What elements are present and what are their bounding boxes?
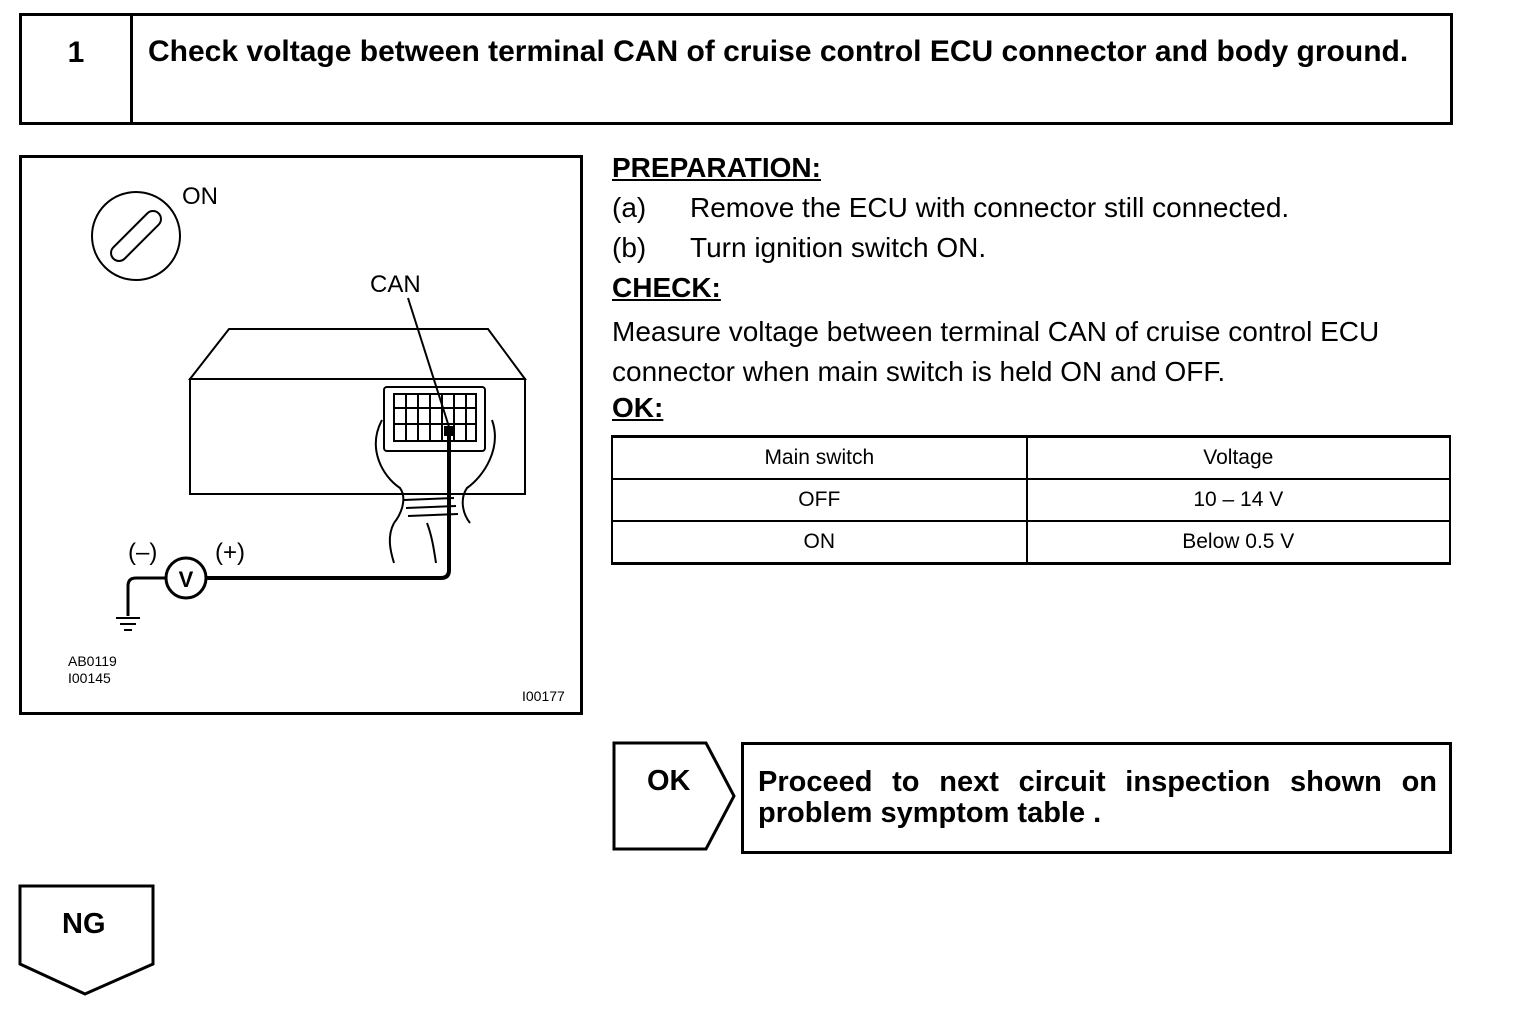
- step-header: 1 Check voltage between terminal CAN of …: [19, 13, 1453, 125]
- illustration: ON CAN: [19, 155, 583, 715]
- ng-result-label: NG: [62, 908, 106, 940]
- table-row: OFF 10 – 14 V: [611, 478, 1452, 522]
- ok-result-text: Proceed to next circuit inspection shown…: [758, 766, 1437, 829]
- preparation-item-text: Turn ignition switch ON.: [690, 232, 987, 263]
- negative-probe-label: (–): [128, 539, 157, 566]
- ecu-wiring-diagram: ON CAN: [68, 183, 565, 704]
- ok-result-label: OK: [647, 765, 691, 797]
- preparation-item-a: (a) Remove the ECU with connector still c…: [612, 192, 1289, 224]
- preparation-item-label: (a): [612, 192, 647, 223]
- table-cell: OFF: [611, 478, 1028, 522]
- figure-code-2: I00145: [68, 670, 111, 686]
- preparation-item-b: (b) Turn ignition switch ON.: [612, 232, 986, 264]
- ng-arrow-icon: [18, 884, 155, 996]
- table-cell: ON: [611, 520, 1028, 565]
- column-header: Voltage: [1025, 435, 1452, 480]
- preparation-item-text: Remove the ECU with connector still conn…: [690, 192, 1290, 223]
- preparation-heading: PREPARATION:: [612, 152, 821, 183]
- ignition-on-label: ON: [182, 183, 218, 210]
- check-text: Measure voltage between terminal CAN of …: [612, 316, 1380, 387]
- figure-code-1: AB0119: [68, 653, 117, 669]
- ignition-switch-icon: [91, 191, 181, 281]
- table-row: ON Below 0.5 V: [611, 520, 1452, 565]
- ground-symbol-icon: [116, 576, 166, 631]
- preparation-item-label: (b): [612, 232, 647, 263]
- spec-table: Main switch Voltage OFF 10 – 14 V ON Bel…: [611, 435, 1452, 565]
- table-cell: 10 – 14 V: [1025, 478, 1452, 522]
- ok-result-box: Proceed to next circuit inspection shown…: [741, 742, 1452, 854]
- check-heading: CHECK:: [612, 272, 721, 303]
- step-number: 1: [22, 16, 133, 122]
- voltmeter-icon: V: [164, 556, 208, 600]
- table-header-row: Main switch Voltage: [611, 435, 1452, 480]
- step-title: Check voltage between terminal CAN of cr…: [148, 35, 1409, 68]
- voltmeter-symbol: V: [179, 567, 194, 592]
- ok-heading: OK:: [612, 392, 664, 423]
- positive-probe-label: (+): [215, 539, 245, 566]
- column-header: Main switch: [611, 435, 1028, 480]
- table-cell: Below 0.5 V: [1025, 520, 1452, 565]
- ecu-unit-icon: [187, 328, 527, 564]
- can-terminal-label: CAN: [370, 271, 421, 298]
- figure-code-3: I00177: [522, 688, 565, 704]
- ok-arrow-icon: [612, 741, 736, 851]
